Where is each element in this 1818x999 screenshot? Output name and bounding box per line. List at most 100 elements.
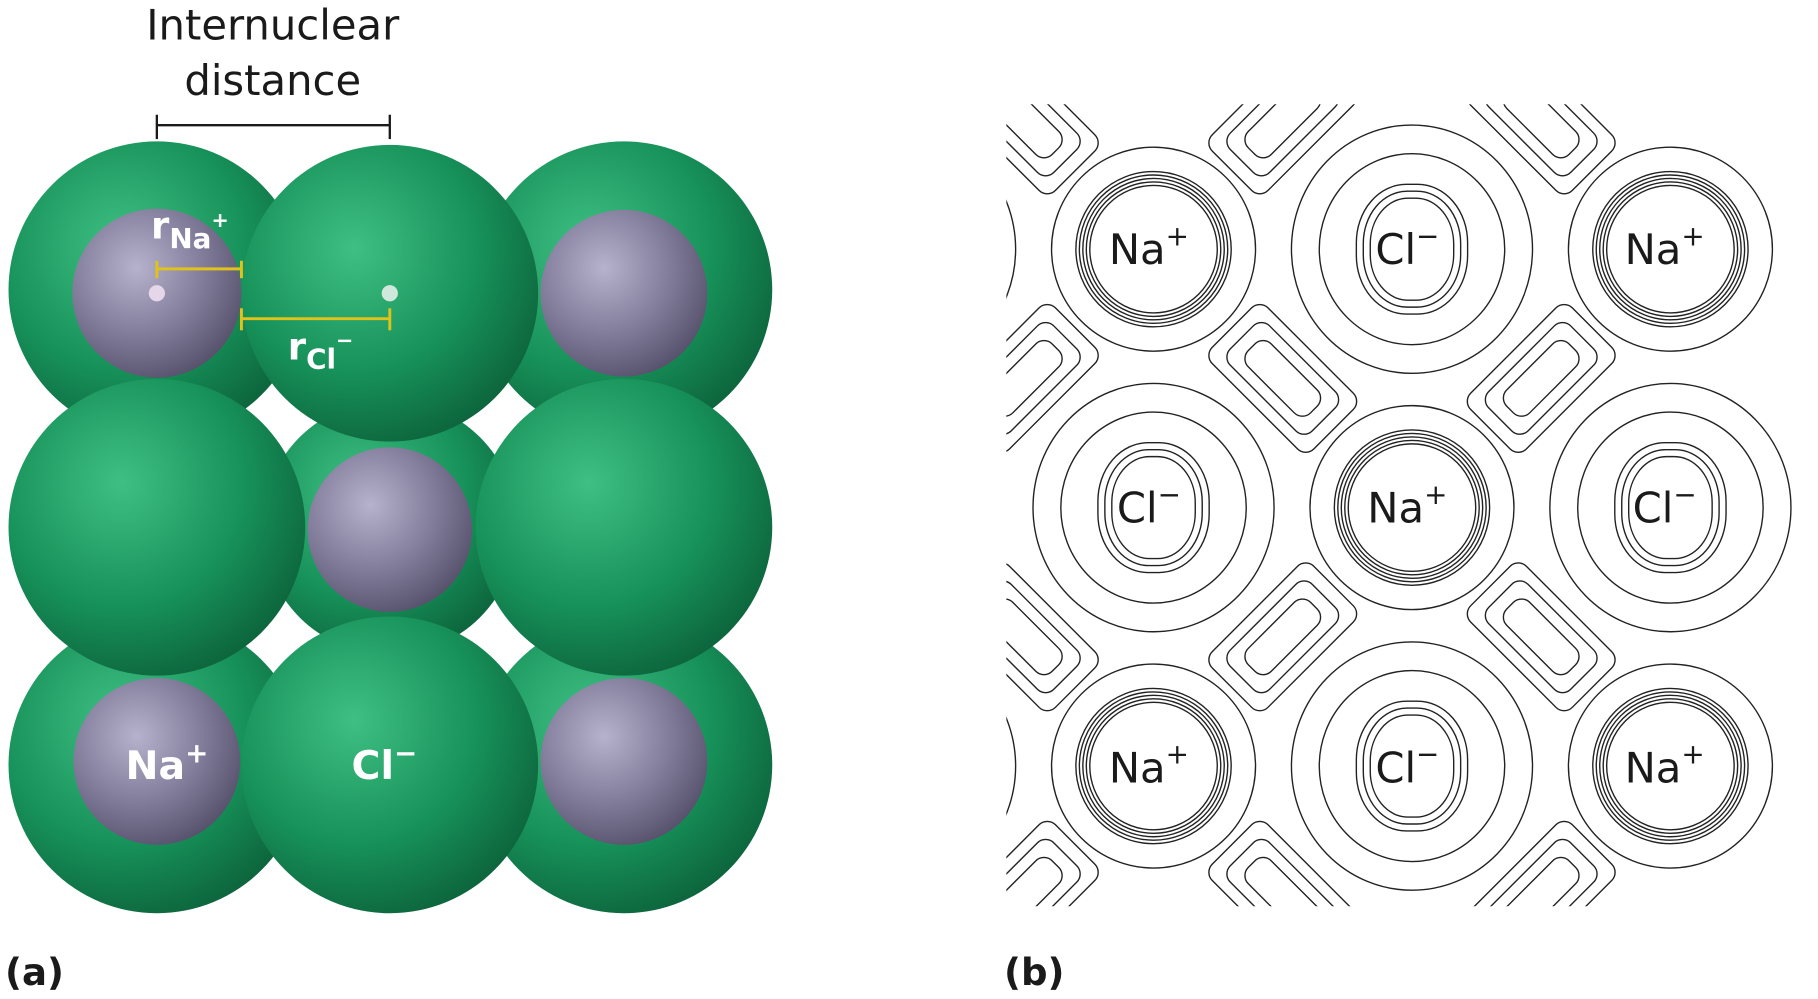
sodium-contour: [1344, 439, 1480, 576]
r-subscript: Na: [169, 222, 211, 255]
chloride-contour: [1577, 411, 1764, 604]
chloride-contour: [1104, 448, 1203, 567]
chloride-contour: [1355, 700, 1469, 832]
ion-charge: +: [1166, 220, 1189, 253]
sodium-contour: [1599, 694, 1742, 838]
charge: +: [185, 737, 208, 770]
chloride-contour: [1111, 455, 1196, 560]
sodium-sphere: [540, 209, 708, 377]
sodium-contour: [1599, 177, 1742, 321]
sodium-contour: [1337, 432, 1487, 583]
sodium-radius-marker: [155, 260, 243, 279]
ion-charge: −: [1416, 738, 1439, 771]
chloride-contour: [1006, 199, 1017, 299]
saddle-contour: [1244, 856, 1322, 907]
saddle-contour: [1006, 104, 1081, 177]
ion-label-chloride: Cl−: [1375, 220, 1439, 275]
chloride-contour: [1362, 190, 1462, 308]
sodium-contour: [1075, 687, 1232, 845]
saddle-contour: [1484, 321, 1598, 435]
panel-b-label: (b): [1004, 951, 1064, 994]
sodium-contour: [1089, 701, 1218, 831]
sodium-contour: [1082, 694, 1225, 838]
ion-label-sodium: Na+: [1109, 220, 1189, 275]
sodium-nucleus-dot: [148, 285, 165, 302]
chloride-contour: [1549, 382, 1792, 633]
saddle-contour: [1466, 562, 1616, 712]
chloride-contour: [1369, 197, 1455, 301]
ion-label-sodium: Na+: [1625, 738, 1705, 793]
saddle-contour: [1502, 856, 1580, 907]
sodium-sphere: [540, 677, 708, 845]
saddle-contour: [1006, 838, 1081, 907]
sodium-contour: [793, 406, 997, 610]
chloride-sphere: [475, 378, 773, 676]
sodium-contour: [1078, 174, 1229, 325]
saddle-contour: [1006, 339, 1063, 417]
sodium-radius-label: rNa+: [151, 205, 229, 255]
ion-charge: −: [1158, 478, 1181, 511]
sodium-contour: [1602, 698, 1739, 834]
chloride-contour: [1318, 669, 1506, 863]
saddle-contour: [1208, 104, 1358, 195]
panel-a-crystal-model: [8, 141, 773, 914]
ion-charge: +: [1681, 738, 1704, 771]
sodium-contour: [1592, 687, 1749, 845]
saddle-contour: [1006, 820, 1099, 907]
sodium-contour: [1567, 146, 1774, 352]
sodium-contour: [817, 430, 972, 585]
saddle-contour: [1226, 104, 1340, 177]
sodium-contour: [1602, 181, 1739, 318]
saddle-contour: [1226, 580, 1340, 694]
electron-density-contour-map: [793, 104, 1792, 907]
chloride-contour: [1369, 714, 1455, 818]
chloride-contour: [839, 184, 950, 314]
saddle-contour: [1244, 598, 1322, 676]
sodium-contour: [1595, 691, 1746, 841]
chloride-nucleus-dot: [381, 285, 398, 302]
saddle-contour: [1502, 598, 1580, 676]
chloride-contour: [1097, 442, 1210, 574]
chloride-contour: [1006, 716, 1017, 816]
sodium-contour: [1567, 663, 1774, 869]
sodium-contour: [828, 440, 962, 574]
sodium-contour: [1595, 174, 1746, 325]
ion-charge: +: [1681, 220, 1704, 253]
ion-label-chloride: Cl−: [1633, 478, 1697, 533]
chloride-contour: [853, 715, 936, 817]
sodium-contour: [1082, 177, 1225, 321]
chloride-contour: [1362, 707, 1462, 825]
panel-a-label: (a): [5, 951, 64, 994]
saddle-contour: [1006, 104, 1063, 159]
sodium-contour: [1085, 698, 1222, 834]
r-subscript: Cl: [306, 343, 336, 376]
sodium-contour: [1089, 184, 1218, 314]
r-superscript: +: [211, 208, 228, 232]
chloride-contour: [846, 191, 943, 307]
chloride-contour: [1060, 411, 1247, 604]
charge: −: [394, 737, 417, 770]
saddle-contour: [1006, 104, 1099, 195]
ion-label-sodium: Na+: [1625, 220, 1705, 275]
chloride-contour: [853, 198, 936, 300]
sodium-ion-label: Na+: [126, 737, 209, 789]
sodium-contour: [1605, 184, 1735, 314]
chloride-contour: [802, 154, 987, 345]
saddle-contour: [1006, 856, 1063, 907]
r-symbol: r: [151, 205, 170, 248]
sodium-sphere: [307, 447, 473, 612]
chloride-contour: [839, 701, 950, 831]
chloride-sphere: [241, 616, 539, 914]
saddle-contour: [1006, 562, 1099, 712]
internuclear-label-line2: distance: [184, 56, 361, 105]
ion-charge: +: [1166, 738, 1189, 771]
saddle-contour: [1006, 598, 1063, 676]
sodium-contour: [1592, 170, 1749, 328]
sodium-contour: [1309, 404, 1515, 611]
saddle-contour: [1466, 303, 1616, 453]
saddle-contour: [1466, 104, 1616, 195]
chloride-contour: [1290, 641, 1534, 891]
r-symbol: r: [288, 325, 307, 368]
sodium-contour: [821, 433, 969, 581]
sodium-contour: [831, 444, 958, 571]
